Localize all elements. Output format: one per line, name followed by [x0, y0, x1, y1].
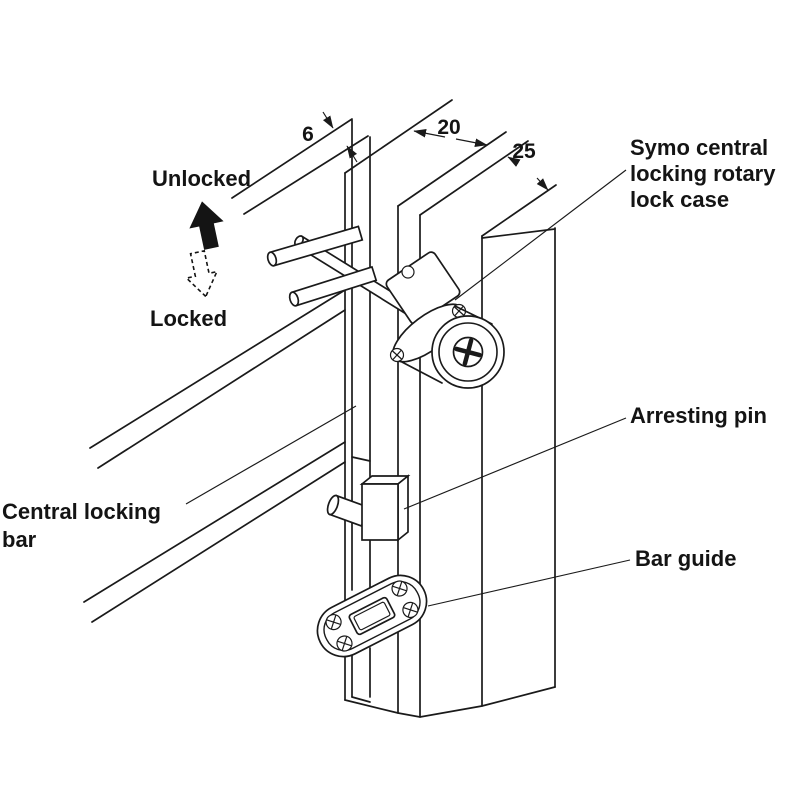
bar-top-edge [243, 135, 369, 215]
guide-slot [348, 596, 396, 636]
shelf-edge-line [89, 289, 346, 449]
cylinder-side-line [399, 360, 443, 384]
arresting-pin-label: Arresting pin [630, 403, 767, 428]
dimension-lines: 6 20 25 [302, 111, 549, 191]
shelf-edge-line [83, 441, 346, 603]
panel-top-edge [397, 131, 507, 207]
lock-case-label-line1: Symo central [630, 135, 768, 160]
unlock-arrow-icon [189, 201, 224, 250]
rotary-lock-case [385, 251, 505, 389]
shelf-edge-line [97, 309, 346, 469]
leader-bar-guide [427, 559, 631, 607]
cylinder-ring [438, 322, 498, 382]
guide-inner-line [323, 580, 421, 652]
bar-top-edge [231, 118, 353, 199]
panel-top-edge [344, 99, 453, 174]
dimension-20: 20 [437, 116, 460, 139]
panel-top-edge [419, 140, 529, 216]
pin-body [268, 225, 364, 267]
panel-top-edge [481, 228, 556, 239]
dim-6-arrow [346, 145, 358, 163]
panel-top-edge [481, 184, 557, 237]
arresting-pin-cap [326, 494, 340, 516]
leader-arresting-pin [403, 417, 627, 510]
central-bar-label-line2: bar [2, 527, 37, 552]
dim-6-arrow [322, 111, 334, 129]
pin-end-cap [266, 251, 278, 267]
guide-slot-inner [353, 601, 391, 631]
dim-25-arrow [536, 177, 549, 191]
locked-label: Locked [150, 306, 227, 331]
shelf-edge-line [91, 461, 346, 623]
pin-end-cap [288, 291, 300, 307]
leader-lines [185, 169, 631, 607]
locking-bar-pin-1 [266, 225, 364, 267]
unlocked-label: Unlocked [152, 166, 251, 191]
central-bar-label-line1: Central locking [2, 499, 161, 524]
side-panel-edges [83, 289, 346, 623]
dim-20-arrow [413, 129, 446, 138]
dimension-25: 25 [512, 140, 536, 163]
direction-arrows [184, 201, 224, 298]
locking-bar-pin-2 [288, 265, 378, 307]
guide-screw [336, 635, 353, 652]
pin-block-front [361, 483, 399, 541]
lock-arrow-icon [184, 249, 219, 298]
leader-lock-case [454, 169, 627, 301]
bar-guide-plate [316, 574, 428, 658]
guide-screw [391, 580, 408, 597]
bar-bottom-edge [351, 696, 371, 703]
guide-screw [325, 614, 342, 631]
leader-central-bar [185, 405, 357, 505]
lock-body-screw [401, 265, 415, 279]
arresting-pin-cylinder [326, 494, 370, 528]
flange-screw [389, 347, 405, 363]
dim-20-arrow [455, 138, 488, 147]
arresting-pin-assembly [326, 474, 411, 542]
text-labels: Unlocked Locked Symo central locking rot… [2, 135, 776, 571]
dim-25-arrow [507, 156, 521, 167]
guide-outer [316, 574, 428, 658]
dimension-6: 6 [302, 123, 314, 146]
panel-bottom-edge [344, 686, 556, 718]
bar-notch-line [351, 456, 371, 462]
lock-case-label-line2: locking rotary [630, 161, 776, 186]
keyway-cross-icon [454, 338, 482, 366]
guide-screw [402, 601, 419, 618]
lock-case-label-line3: lock case [630, 187, 729, 212]
bar-guide-label: Bar guide [635, 546, 736, 571]
